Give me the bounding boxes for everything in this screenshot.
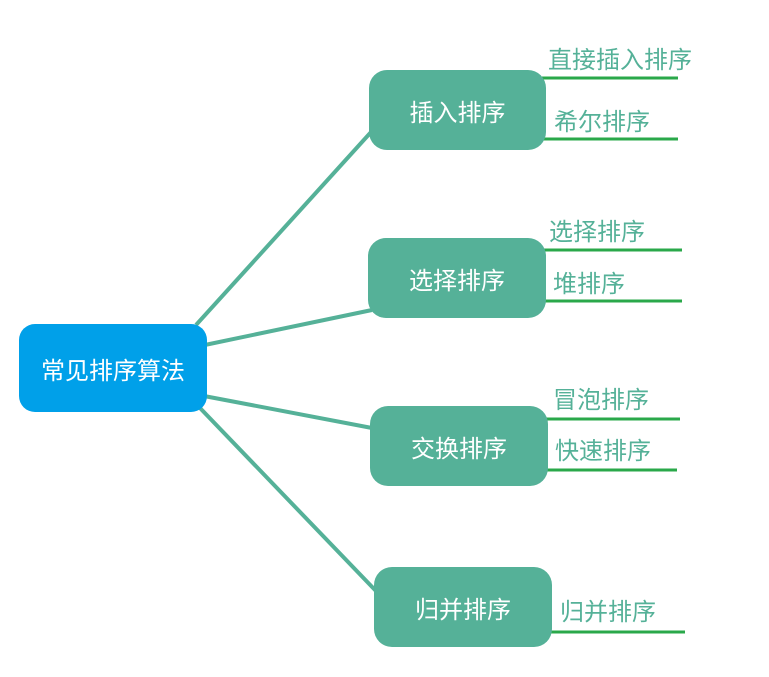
leaf-quick-sort: 快速排序 xyxy=(555,437,651,465)
leaf-shell-sort: 希尔排序 xyxy=(554,108,650,136)
leaf-merge-sort: 归并排序 xyxy=(560,598,656,626)
category-label: 插入排序 xyxy=(409,98,506,127)
root-label: 常见排序算法 xyxy=(41,356,185,385)
category-label: 归并排序 xyxy=(415,595,511,624)
category-node-selection: 选择排序 xyxy=(368,238,546,318)
leaf-heap-sort: 堆排序 xyxy=(553,270,625,298)
connector-root-to-exchange xyxy=(203,394,373,430)
leaf-bubble-sort: 冒泡排序 xyxy=(553,386,649,414)
leaf-selection-sort: 选择排序 xyxy=(549,218,645,246)
connector-root-to-insertion xyxy=(194,129,374,327)
category-node-insertion: 插入排序 xyxy=(369,70,546,150)
category-node-exchange: 交换排序 xyxy=(370,406,548,486)
connector-root-to-merge xyxy=(198,406,378,593)
root-node: 常见排序算法 xyxy=(19,324,207,412)
category-label: 选择排序 xyxy=(409,266,505,295)
connector-root-to-selection xyxy=(199,308,373,348)
leaf-direct-insertion-sort: 直接插入排序 xyxy=(548,46,692,74)
category-node-merge: 归并排序 xyxy=(374,567,552,647)
category-label: 交换排序 xyxy=(411,434,507,463)
